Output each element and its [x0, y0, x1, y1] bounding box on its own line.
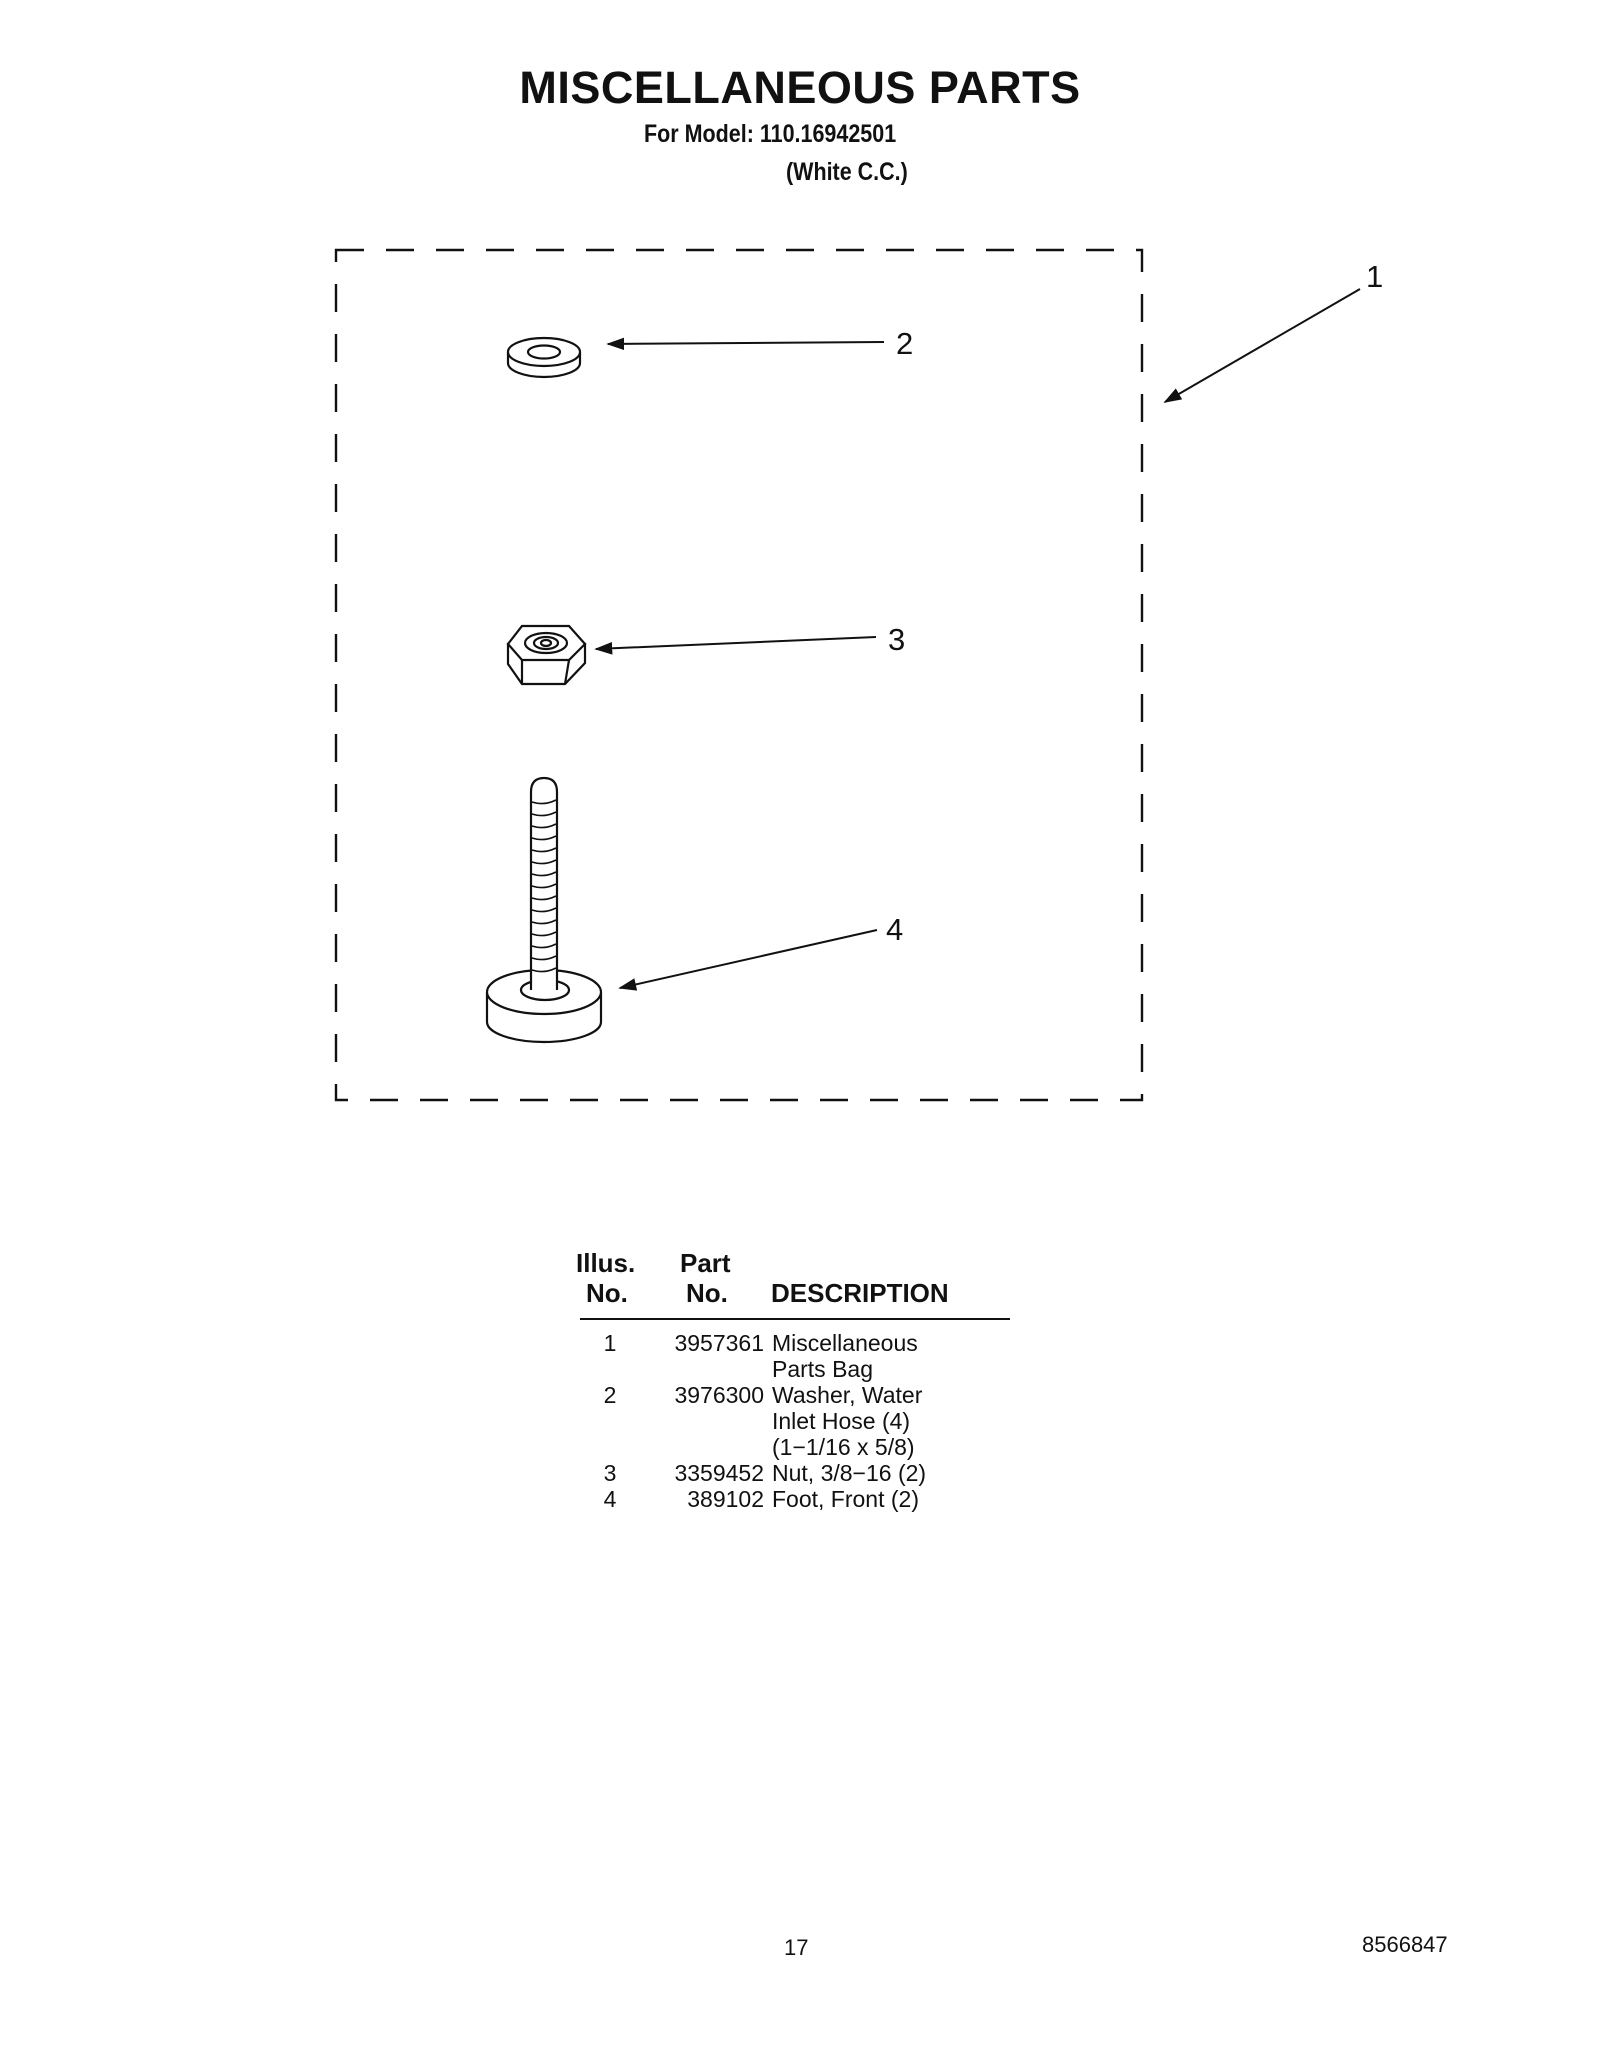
part-header-line2: No. [686, 1278, 728, 1308]
row-4-illus: 4 [603, 1486, 617, 1512]
description-header: DESCRIPTION [771, 1278, 949, 1308]
parts-bag-outline [334, 248, 1144, 1102]
row-2-desc-line2: Inlet Hose (4) [772, 1408, 911, 1434]
nut-illustration [506, 624, 587, 686]
row-1-illus: 1 [603, 1330, 617, 1356]
callout-1-leader [1163, 288, 1361, 403]
model-number: For Model: 110.16942501 [644, 120, 897, 148]
row-1-desc-line2: Parts Bag [772, 1356, 873, 1382]
row-1-desc-line1: Miscellaneous [772, 1330, 918, 1356]
callout-2-leader [606, 337, 885, 351]
parts-diagram: 1 2 3 4 [334, 248, 1383, 1102]
callout-1: 1 [1366, 259, 1383, 294]
document-number: 8566847 [1362, 1932, 1448, 1957]
row-2-desc-line1: Washer, Water [772, 1382, 923, 1408]
row-2-desc-line3: (1−1/16 x 5/8) [772, 1434, 915, 1460]
page-number: 17 [784, 1935, 809, 1960]
header-rule [580, 1318, 1010, 1320]
row-4-part: 389102 [687, 1486, 764, 1512]
row-3-desc-line1: Nut, 3/8−16 (2) [772, 1460, 927, 1486]
callout-2: 2 [896, 326, 913, 361]
model-variant: (White C.C.) [786, 158, 908, 186]
foot-illustration [485, 776, 603, 1044]
callout-4-leader [618, 929, 878, 991]
part-header-line1: Part [680, 1248, 731, 1278]
row-2-part: 3976300 [674, 1382, 764, 1408]
row-4-desc-line1: Foot, Front (2) [772, 1486, 919, 1512]
row-3-part: 3359452 [674, 1460, 764, 1486]
page-title: MISCELLANEOUS PARTS [519, 62, 1081, 113]
illus-header-line1: Illus. [576, 1248, 636, 1278]
row-2-illus: 2 [603, 1382, 617, 1408]
callout-3: 3 [888, 622, 905, 657]
callout-3-leader [594, 636, 877, 655]
illus-header-line2: No. [586, 1278, 628, 1308]
row-3-illus: 3 [603, 1460, 617, 1486]
callout-4: 4 [886, 912, 903, 947]
row-1-part: 3957361 [674, 1330, 764, 1356]
washer-illustration [506, 336, 582, 379]
